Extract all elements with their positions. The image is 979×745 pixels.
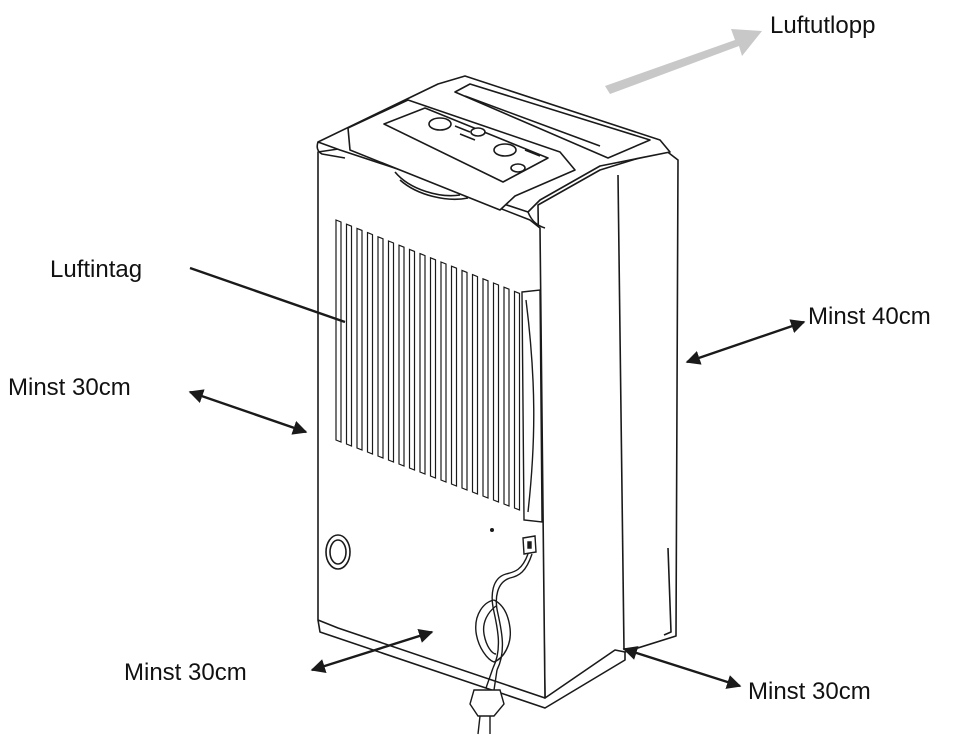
right-clearance-label: Minst 40cm xyxy=(808,303,931,330)
air-outlet-label: Luftutlopp xyxy=(770,12,876,39)
grille-slot xyxy=(492,282,500,503)
grille-slot xyxy=(408,248,416,471)
rear-bottom-clearance-label: Minst 30cm xyxy=(748,678,871,705)
front-clearance-label: Minst 30cm xyxy=(124,659,247,686)
grille-slot xyxy=(503,286,510,507)
grille-slot xyxy=(513,290,521,511)
grille-slot xyxy=(450,265,458,487)
side-handle xyxy=(521,289,543,523)
grille-slot xyxy=(387,240,395,463)
grille-slot xyxy=(345,223,353,447)
grille-slot xyxy=(335,219,342,443)
air-intake-leader-line xyxy=(189,266,346,324)
grille-slot xyxy=(471,273,479,495)
grille-slot xyxy=(461,269,468,491)
grille-slot xyxy=(377,235,384,459)
grille-slot xyxy=(482,277,489,499)
grille-slot xyxy=(419,252,426,475)
grille-slot xyxy=(366,231,374,455)
grille-slot xyxy=(440,261,447,483)
front-clearance-arrow xyxy=(310,629,434,673)
dimension-lines xyxy=(188,266,806,689)
air-outlet-arrow xyxy=(605,29,762,94)
grille-slot xyxy=(356,227,363,451)
air-intake-label: Luftintag xyxy=(50,256,143,283)
grille-slot xyxy=(429,256,437,479)
left-clearance-arrow xyxy=(188,389,308,435)
left-clearance-label: Minst 30cm xyxy=(8,374,131,401)
air-intake-grille xyxy=(335,219,521,511)
indicator-dot xyxy=(490,528,494,532)
grille-slot xyxy=(398,244,405,467)
right-clearance-arrow xyxy=(685,319,806,365)
power-cord xyxy=(469,535,537,735)
rear-bottom-clearance-arrow xyxy=(622,646,742,689)
drain-port xyxy=(325,534,351,570)
